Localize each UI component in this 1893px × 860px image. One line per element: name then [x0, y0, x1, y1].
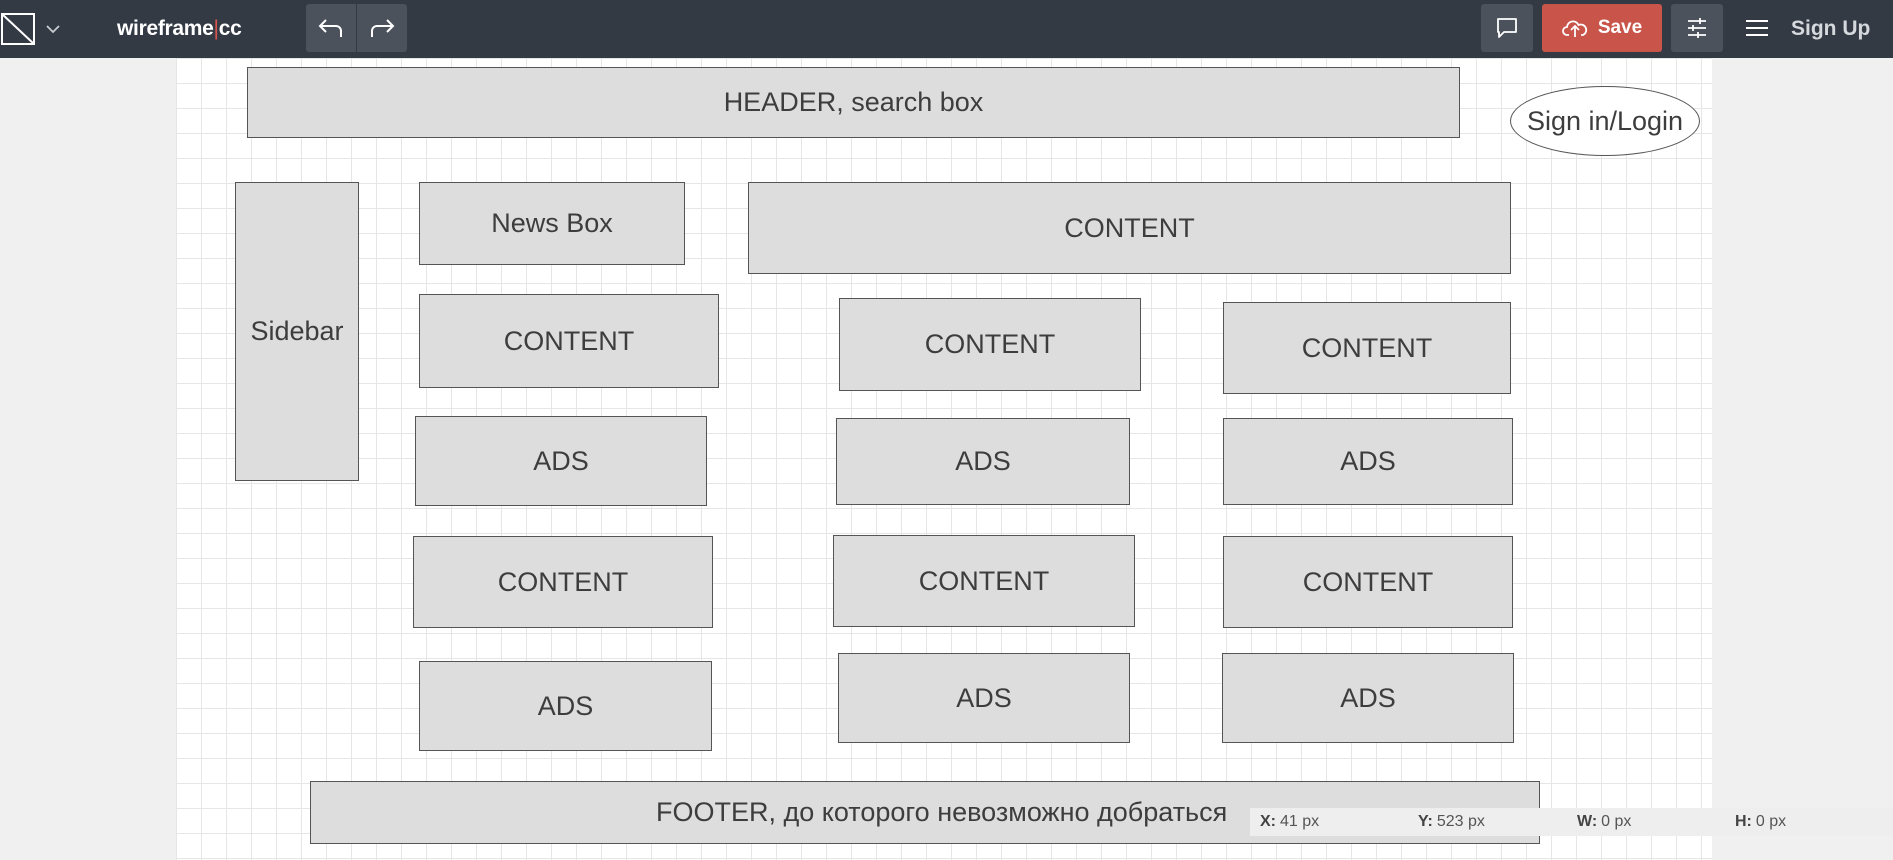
header-block[interactable]: HEADER, search box [247, 67, 1460, 138]
undo-button[interactable] [306, 4, 356, 52]
h-label: H: [1735, 813, 1752, 830]
content-top-block[interactable]: CONTENT [748, 182, 1511, 274]
comment-icon [1497, 18, 1517, 38]
logo-separator: | [213, 17, 219, 40]
new-shape-icon[interactable] [0, 11, 36, 47]
cloud-upload-icon [1561, 20, 1587, 37]
redo-icon [371, 19, 395, 37]
top-toolbar: wireframe|cc Save [0, 0, 1893, 58]
signin-ellipse[interactable]: Sign in/Login [1510, 86, 1700, 156]
save-label: Save [1597, 17, 1643, 38]
undo-icon [318, 19, 342, 37]
col1-content-2[interactable]: CONTENT [413, 536, 713, 628]
col3-content-2[interactable]: CONTENT [1223, 536, 1513, 628]
col3-ads-1[interactable]: ADS [1223, 418, 1513, 505]
chevron-down-icon[interactable] [44, 18, 62, 40]
y-readout: Y:523 px [1418, 808, 1485, 836]
logo-text-left: wireframe [117, 17, 214, 40]
y-value: 523 px [1436, 813, 1485, 830]
settings-sliders-icon [1688, 18, 1706, 38]
save-button[interactable]: Save [1542, 4, 1662, 52]
col2-content-1[interactable]: CONTENT [839, 298, 1141, 391]
w-value: 0 px [1601, 813, 1632, 830]
y-label: Y: [1418, 813, 1433, 830]
redo-button[interactable] [357, 4, 407, 52]
sidebar-block[interactable]: Sidebar [235, 182, 359, 481]
settings-button[interactable] [1671, 4, 1723, 52]
footer-label: FOOTER, до которого невозможно добраться [656, 797, 1228, 827]
col2-ads-1[interactable]: ADS [836, 418, 1130, 505]
x-label: X: [1260, 813, 1276, 830]
col3-ads-2[interactable]: ADS [1222, 653, 1514, 743]
h-readout: H:0 px [1735, 808, 1786, 836]
menu-icon [1746, 20, 1768, 36]
col3-content-1[interactable]: CONTENT [1223, 302, 1511, 394]
col2-ads-2[interactable]: ADS [838, 653, 1130, 743]
sign-up-link[interactable]: Sign Up [1791, 17, 1871, 40]
coordinates-statusbar: X:41 px Y:523 px W:0 px H:0 px [1250, 808, 1893, 836]
comment-button[interactable] [1481, 4, 1533, 52]
x-readout: X:41 px [1260, 808, 1319, 836]
menu-button[interactable] [1742, 11, 1772, 45]
w-label: W: [1577, 813, 1598, 830]
newsbox-block[interactable]: News Box [419, 182, 685, 265]
logo-text-right: cc [218, 17, 242, 40]
col1-ads-2[interactable]: ADS [419, 661, 712, 751]
col2-content-2[interactable]: CONTENT [833, 535, 1135, 627]
col1-ads-1[interactable]: ADS [415, 416, 707, 506]
w-readout: W:0 px [1577, 808, 1631, 836]
col1-content-1[interactable]: CONTENT [419, 294, 719, 388]
app-logo[interactable]: wireframe|cc [117, 0, 242, 58]
h-value: 0 px [1755, 813, 1787, 830]
x-value: 41 px [1280, 813, 1320, 830]
